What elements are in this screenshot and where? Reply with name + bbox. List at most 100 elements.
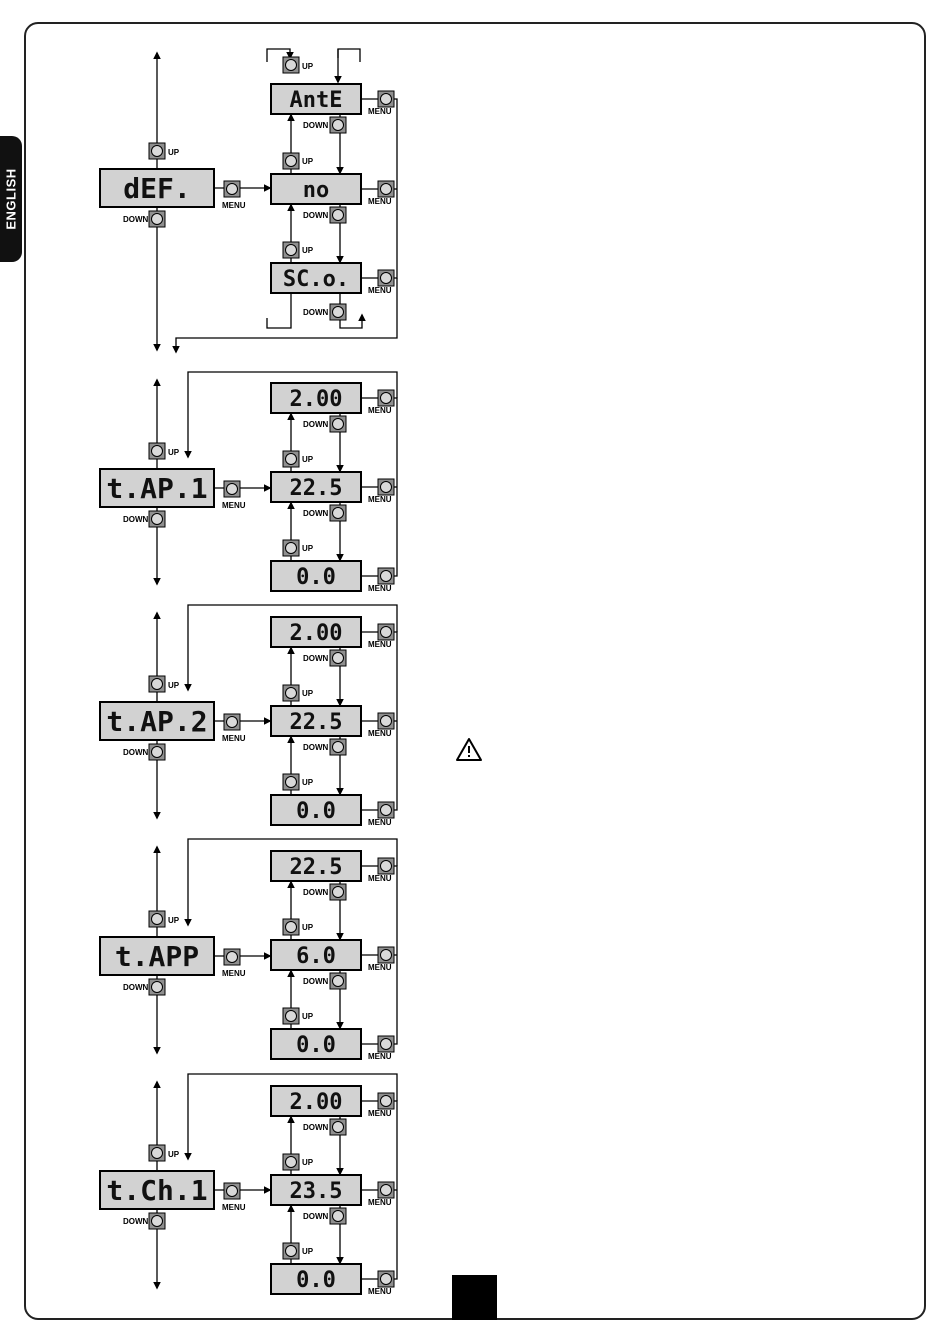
main-down-button-3[interactable]: DOWN — [123, 743, 166, 761]
option-down-button-3-1[interactable]: DOWN — [303, 649, 347, 667]
main-menu-button-3-label: MENU — [222, 734, 246, 743]
option-menu-button-5-top[interactable]: MENU — [368, 1092, 395, 1118]
option-down-button-3-1-label: DOWN — [303, 654, 329, 663]
option-up-button-5-1[interactable]: UP — [282, 1153, 314, 1171]
option-menu-button-2-top[interactable]: MENU — [368, 389, 395, 415]
option-menu-button-5-middle-label: MENU — [368, 1198, 392, 1207]
option-display-3-top: 2.00 — [270, 616, 362, 648]
option-up-button-2-1[interactable]: UP — [282, 450, 314, 468]
option-menu-button-5-middle[interactable]: MENU — [368, 1181, 395, 1207]
option-display-3-middle: 22.5 — [270, 705, 362, 737]
language-tab — [0, 136, 22, 262]
option-up-button-5-2[interactable]: UP — [282, 1242, 314, 1260]
main-down-button-5[interactable]: DOWN — [123, 1212, 166, 1230]
option-down-button-4-1[interactable]: DOWN — [303, 883, 347, 901]
option-menu-button-2-bottom[interactable]: MENU — [368, 567, 395, 593]
option-up-button-4-1[interactable]: UP — [282, 918, 314, 936]
main-display-3-text: t.AP.2 — [106, 705, 207, 738]
option-menu-button-3-middle[interactable]: MENU — [368, 712, 395, 738]
main-down-button-4-label: DOWN — [123, 983, 149, 992]
option-menu-button-3-top-label: MENU — [368, 640, 392, 649]
option-display-3-middle-text: 22.5 — [290, 710, 343, 735]
option-menu-button-4-bottom[interactable]: MENU — [368, 1035, 395, 1061]
main-display-2-text: t.AP.1 — [106, 472, 207, 505]
option-menu-button-3-bottom[interactable]: MENU — [368, 801, 395, 827]
option-menu-button-3-bottom-label: MENU — [368, 818, 392, 827]
main-up-button-2[interactable]: UP — [148, 442, 180, 460]
main-down-button-2[interactable]: DOWN — [123, 510, 166, 528]
option-menu-button-2-middle[interactable]: MENU — [368, 478, 395, 504]
main-up-button-3-label: UP — [168, 681, 180, 690]
option-up-button-3-2[interactable]: UP — [282, 773, 314, 791]
option-display-4-top-text: 22.5 — [290, 855, 343, 880]
option-up-button-5-1-label: UP — [302, 1158, 314, 1167]
option-menu-button-1-top[interactable]: MENU — [368, 90, 395, 116]
option-display-1-middle: no — [270, 173, 362, 205]
main-up-button-5-label: UP — [168, 1150, 180, 1159]
option-down-button-1-1-label: DOWN — [303, 121, 329, 130]
option-menu-button-4-top-label: MENU — [368, 874, 392, 883]
option-down-button-5-1[interactable]: DOWN — [303, 1118, 347, 1136]
option-up-button-4-2[interactable]: UP — [282, 1007, 314, 1025]
option-display-5-bottom-text: 0.0 — [296, 1268, 336, 1293]
main-menu-button-2[interactable]: MENU — [222, 480, 246, 510]
option-down-button-1-bottom[interactable]: DOWN — [303, 303, 347, 321]
option-up-button-4-1-label: UP — [302, 923, 314, 932]
option-down-button-2-1[interactable]: DOWN — [303, 415, 347, 433]
option-menu-button-3-top[interactable]: MENU — [368, 623, 395, 649]
main-menu-button-1[interactable]: MENU — [222, 180, 246, 210]
main-down-button-1[interactable]: DOWN — [123, 210, 166, 228]
option-display-5-middle: 23.5 — [270, 1174, 362, 1206]
option-display-2-middle: 22.5 — [270, 471, 362, 503]
option-up-button-1-2[interactable]: UP — [282, 241, 314, 259]
option-up-button-2-2[interactable]: UP — [282, 539, 314, 557]
main-up-button-3[interactable]: UP — [148, 675, 180, 693]
option-menu-button-4-middle[interactable]: MENU — [368, 946, 395, 972]
option-down-button-1-2[interactable]: DOWN — [303, 206, 347, 224]
option-down-button-5-2[interactable]: DOWN — [303, 1207, 347, 1225]
main-display-2: t.AP.1 — [99, 468, 215, 508]
option-display-2-bottom: 0.0 — [270, 560, 362, 592]
option-display-3-bottom: 0.0 — [270, 794, 362, 826]
option-display-5-bottom: 0.0 — [270, 1263, 362, 1295]
main-up-button-5[interactable]: UP — [148, 1144, 180, 1162]
option-display-4-bottom-text: 0.0 — [296, 1033, 336, 1058]
main-display-4: t.APP — [99, 936, 215, 976]
option-down-button-4-2[interactable]: DOWN — [303, 972, 347, 990]
main-down-button-3-label: DOWN — [123, 748, 149, 757]
main-display-1: dEF. — [99, 168, 215, 208]
main-menu-button-3[interactable]: MENU — [222, 713, 246, 743]
option-menu-button-4-top[interactable]: MENU — [368, 857, 395, 883]
option-down-button-2-1-label: DOWN — [303, 420, 329, 429]
option-down-button-3-2[interactable]: DOWN — [303, 738, 347, 756]
main-menu-button-5[interactable]: MENU — [222, 1182, 246, 1212]
option-down-button-1-1[interactable]: DOWN — [303, 116, 347, 134]
option-display-1-top: AntE — [270, 83, 362, 115]
option-display-5-middle-text: 23.5 — [290, 1179, 343, 1204]
option-menu-button-1-middle[interactable]: MENU — [368, 180, 395, 206]
option-menu-button-4-bottom-label: MENU — [368, 1052, 392, 1061]
main-down-button-4[interactable]: DOWN — [123, 978, 166, 996]
option-menu-button-3-middle-label: MENU — [368, 729, 392, 738]
option-down-button-5-1-label: DOWN — [303, 1123, 329, 1132]
option-up-button-3-1[interactable]: UP — [282, 684, 314, 702]
option-menu-button-2-top-label: MENU — [368, 406, 392, 415]
main-menu-button-4[interactable]: MENU — [222, 948, 246, 978]
option-display-4-middle: 6.0 — [270, 939, 362, 971]
option-up-button-1-top[interactable]: UP — [282, 56, 314, 74]
main-up-button-1[interactable]: UP — [148, 142, 180, 160]
main-menu-button-2-label: MENU — [222, 501, 246, 510]
option-up-button-4-2-label: UP — [302, 1012, 314, 1021]
option-up-button-2-2-label: UP — [302, 544, 314, 553]
option-up-button-1-1[interactable]: UP — [282, 152, 314, 170]
option-down-button-2-2[interactable]: DOWN — [303, 504, 347, 522]
option-display-4-bottom: 0.0 — [270, 1028, 362, 1060]
main-up-button-4[interactable]: UP — [148, 910, 180, 928]
option-menu-button-5-bottom[interactable]: MENU — [368, 1270, 395, 1296]
main-up-button-2-label: UP — [168, 448, 180, 457]
option-display-2-top: 2.00 — [270, 382, 362, 414]
option-menu-button-1-bottom[interactable]: MENU — [368, 269, 395, 295]
option-up-button-1-2-label: UP — [302, 246, 314, 255]
main-display-3: t.AP.2 — [99, 701, 215, 741]
option-display-1-middle-text: no — [303, 178, 330, 203]
